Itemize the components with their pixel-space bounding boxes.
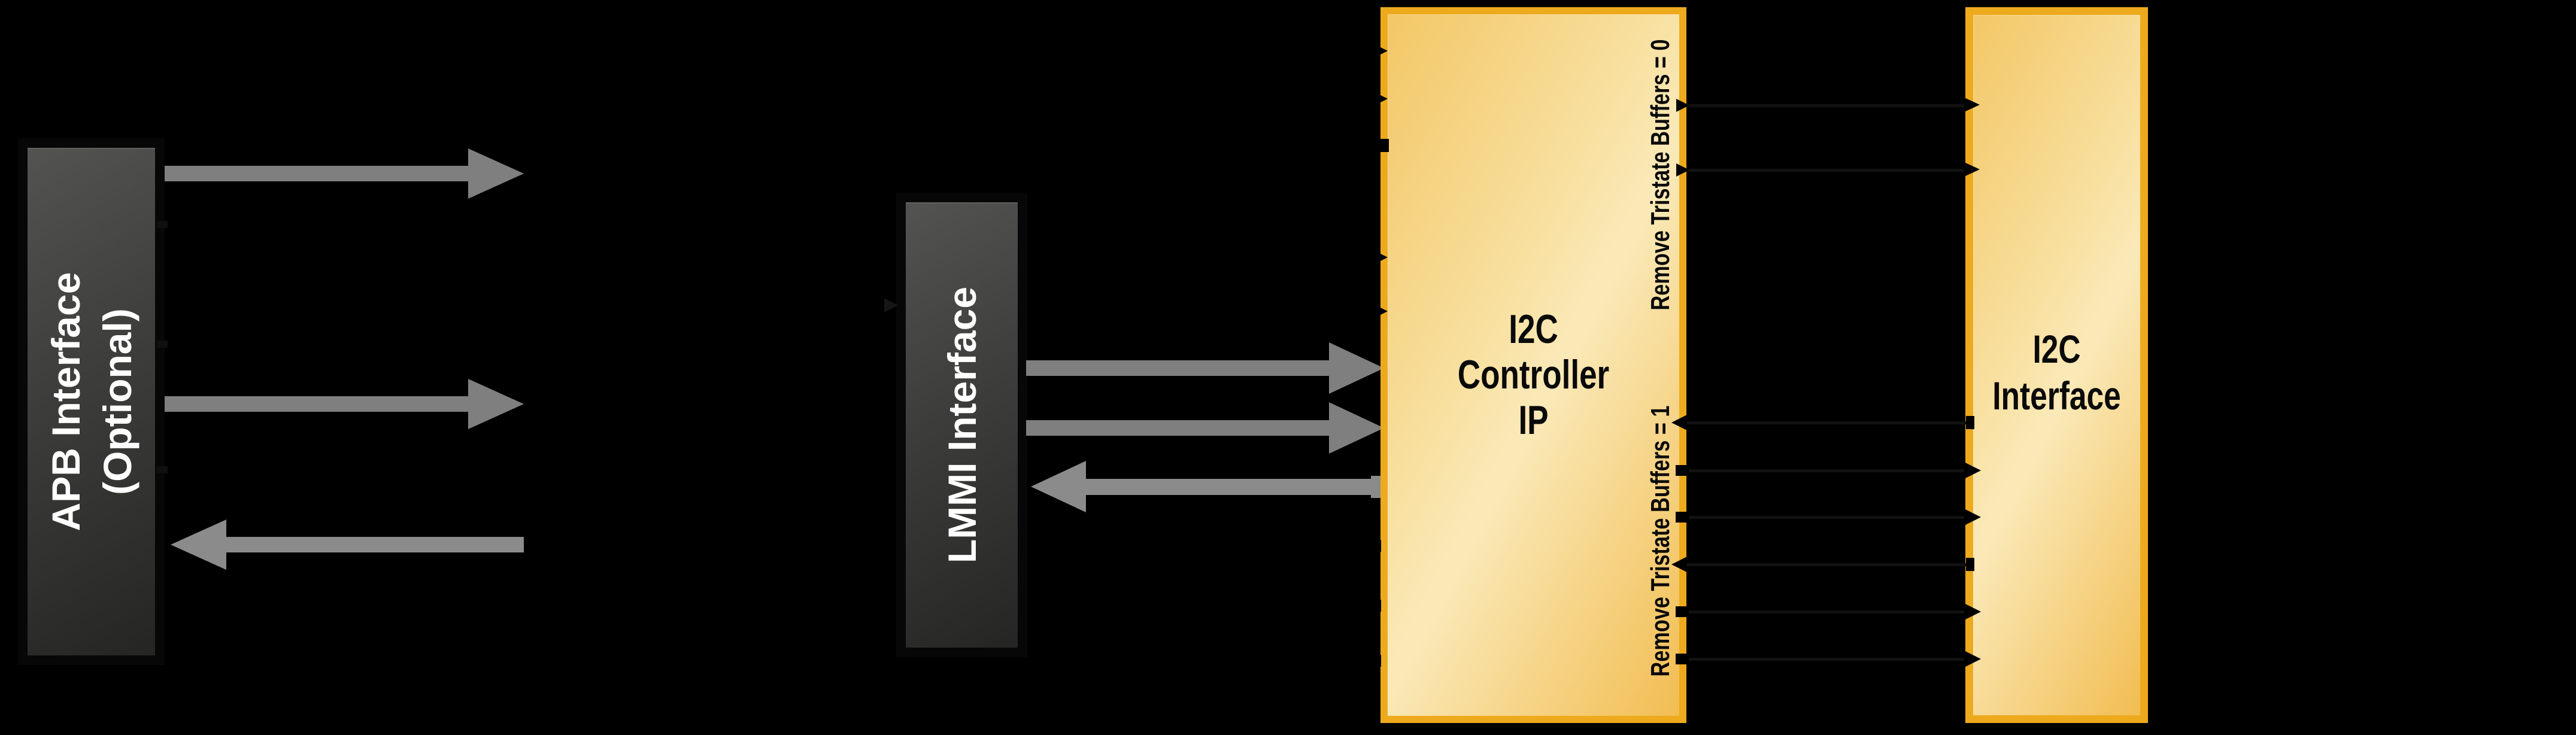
apb-pin-tick <box>157 341 168 348</box>
lmmi-label-text: LMMI Interface <box>939 286 984 564</box>
apb-in-arrow-head <box>171 520 226 570</box>
controller-interface-line <box>1687 658 1966 661</box>
i2c-interface-title: I2C Interface <box>1986 326 2128 419</box>
apb-interface-label: APB Interface (Optional) <box>40 272 143 531</box>
controller-to-lmmi-arrow-tailcap <box>1371 476 1380 498</box>
lmmi-to-controller-arrow-2-head <box>1329 402 1384 454</box>
apb-label-line1: APB Interface <box>43 272 88 531</box>
apb-pin-tick <box>157 466 168 473</box>
interface-left-pin-arrowhead <box>1964 98 1980 112</box>
controller-title-line2: Controller <box>1457 352 1610 397</box>
interface-left-pin-arrowhead <box>1964 162 1980 177</box>
interface-left-pin-arrowhead <box>1964 651 1981 667</box>
controller-left-pin-tick <box>1372 139 1389 152</box>
controller-right-pin-tick <box>1676 654 1689 664</box>
controller-right-pin-tick <box>1676 465 1689 476</box>
controller-interface-line <box>1687 563 1966 566</box>
apb-in-arrow-shaft <box>226 537 524 552</box>
lmmi-to-controller-arrow-1-shaft <box>1026 360 1329 376</box>
controller-title-line1: I2C <box>1509 306 1558 352</box>
controller-interface-line <box>1687 421 1966 424</box>
controller-left-pin-arrowhead <box>1373 304 1388 318</box>
controller-interface-line <box>1687 169 1966 172</box>
interface-left-pin-arrowhead <box>1964 509 1981 526</box>
controller-right-pin-arrowhead <box>1671 557 1687 572</box>
i2c-controller-block <box>1380 7 1686 723</box>
interface-left-pin-tick <box>1966 416 1974 429</box>
controller-right-pin-arrowhead <box>1671 415 1687 430</box>
i2c-controller-title: I2C Controller IP <box>1414 306 1653 443</box>
apb-label-line2: (Optional) <box>95 308 139 495</box>
apb-out-arrow-1-head <box>468 148 524 199</box>
apb-out-arrow-1-shaft <box>165 166 468 181</box>
controller-interface-line <box>1687 469 1966 472</box>
controller-right-pin-tick <box>1676 99 1689 112</box>
remove-tristate-buffers-1-label: Remove Tristate Buffers = 1 <box>1646 405 1675 677</box>
controller-left-pin-tick <box>1371 540 1381 552</box>
interface-title-line1: I2C <box>2032 327 2081 371</box>
controller-left-pin-arrowhead <box>1373 250 1388 265</box>
apb-out-arrow-2-shaft <box>165 396 468 412</box>
lmmi-to-controller-arrow-2-shaft <box>1026 420 1329 436</box>
apb-out-arrow-2-head <box>468 379 524 429</box>
controller-to-lmmi-arrow-shaft <box>1086 479 1378 495</box>
lmmi-faint-input-arrowhead <box>884 298 898 312</box>
interface-left-pin-arrowhead <box>1964 603 1981 620</box>
interface-left-pin-tick <box>1966 558 1974 571</box>
controller-interface-line <box>1687 611 1966 613</box>
interface-title-line2: Interface <box>1992 373 2121 418</box>
controller-right-pin-tick <box>1676 606 1689 617</box>
controller-interface-line <box>1687 104 1966 107</box>
lmmi-interface-label: LMMI Interface <box>936 287 988 563</box>
lmmi-to-controller-arrow-1-head <box>1329 342 1384 394</box>
controller-left-pin-tick <box>1371 655 1381 667</box>
i2c-interface-block <box>1965 7 2148 723</box>
controller-left-pin-arrowhead <box>1373 44 1388 58</box>
controller-title-line3: IP <box>1518 397 1549 443</box>
lmmi-interface-block: LMMI Interface <box>896 193 1027 657</box>
remove-tristate-buffers-0-label: Remove Tristate Buffers = 0 <box>1646 39 1675 311</box>
controller-right-pin-tick <box>1676 512 1689 523</box>
interface-left-pin-arrowhead <box>1964 462 1981 479</box>
apb-interface-block: APB Interface (Optional) <box>18 138 165 665</box>
controller-left-pin-tick <box>1371 600 1381 612</box>
controller-to-lmmi-arrow-head <box>1031 461 1086 512</box>
apb-pin-tick <box>157 221 168 228</box>
controller-right-pin-tick <box>1676 163 1689 177</box>
controller-interface-line <box>1687 516 1966 519</box>
controller-left-pin-arrowhead <box>1373 92 1388 106</box>
